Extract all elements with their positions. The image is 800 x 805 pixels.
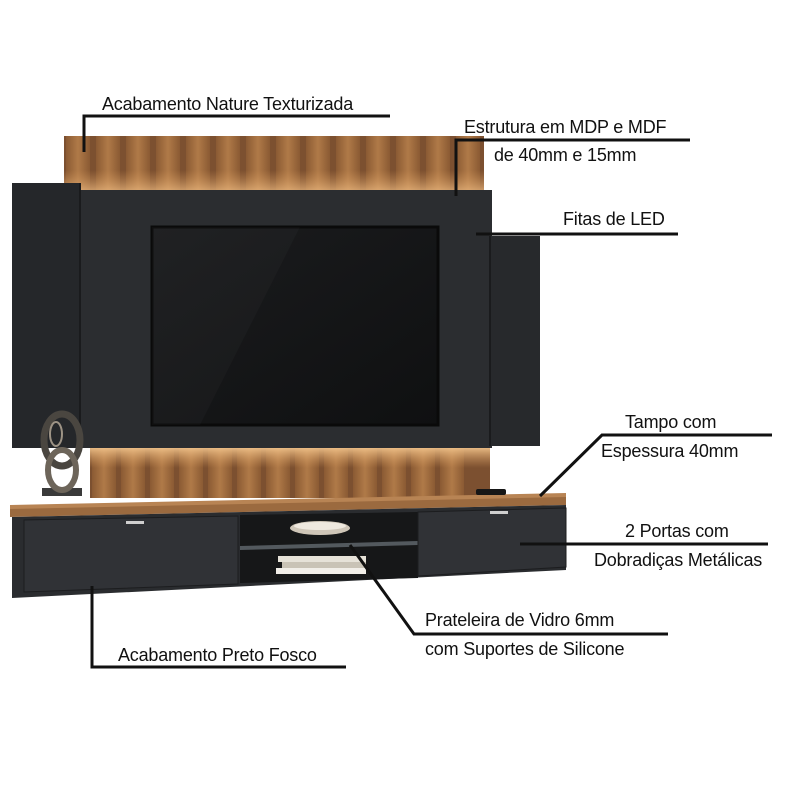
label-fitas-led: Fitas de LED [563, 209, 665, 229]
label-acabamento-natural: Acabamento Nature Texturizada [102, 94, 354, 114]
right-door [417, 507, 567, 577]
label-tampo-line1: Tampo com [625, 412, 717, 432]
callout-lines [82, 114, 772, 669]
label-portas-line2: Dobradiças Metálicas [594, 550, 763, 570]
left-door [23, 515, 239, 593]
label-estrutura-line2: de 40mm e 15mm [494, 145, 637, 165]
bottom-wood-slats [90, 448, 490, 498]
callout-preto [90, 586, 346, 669]
label-tampo-line2: Espessura 40mm [601, 441, 739, 461]
rack-body [12, 505, 567, 598]
callout-tampo [538, 433, 772, 498]
label-acabamento-preto: Acabamento Preto Fosco [118, 645, 317, 665]
tv-screen [150, 225, 440, 427]
left-side-panel [12, 183, 80, 448]
label-estrutura-line1: Estrutura em MDP e MDF [464, 117, 667, 137]
rack-top-board [10, 496, 566, 517]
label-portas-line1: 2 Portas com [625, 521, 729, 541]
glass-shelf [240, 541, 418, 550]
callout-prateleira [348, 544, 668, 636]
label-prateleira-line2: com Suportes de Silicone [425, 639, 625, 659]
top-wood-slats [64, 136, 484, 196]
right-side-panel [490, 236, 540, 446]
label-prateleira-line1: Prateleira de Vidro 6mm [425, 610, 615, 630]
callout-natural [82, 114, 390, 152]
callout-estrutura [454, 138, 690, 196]
decorative-sculpture [40, 410, 84, 496]
